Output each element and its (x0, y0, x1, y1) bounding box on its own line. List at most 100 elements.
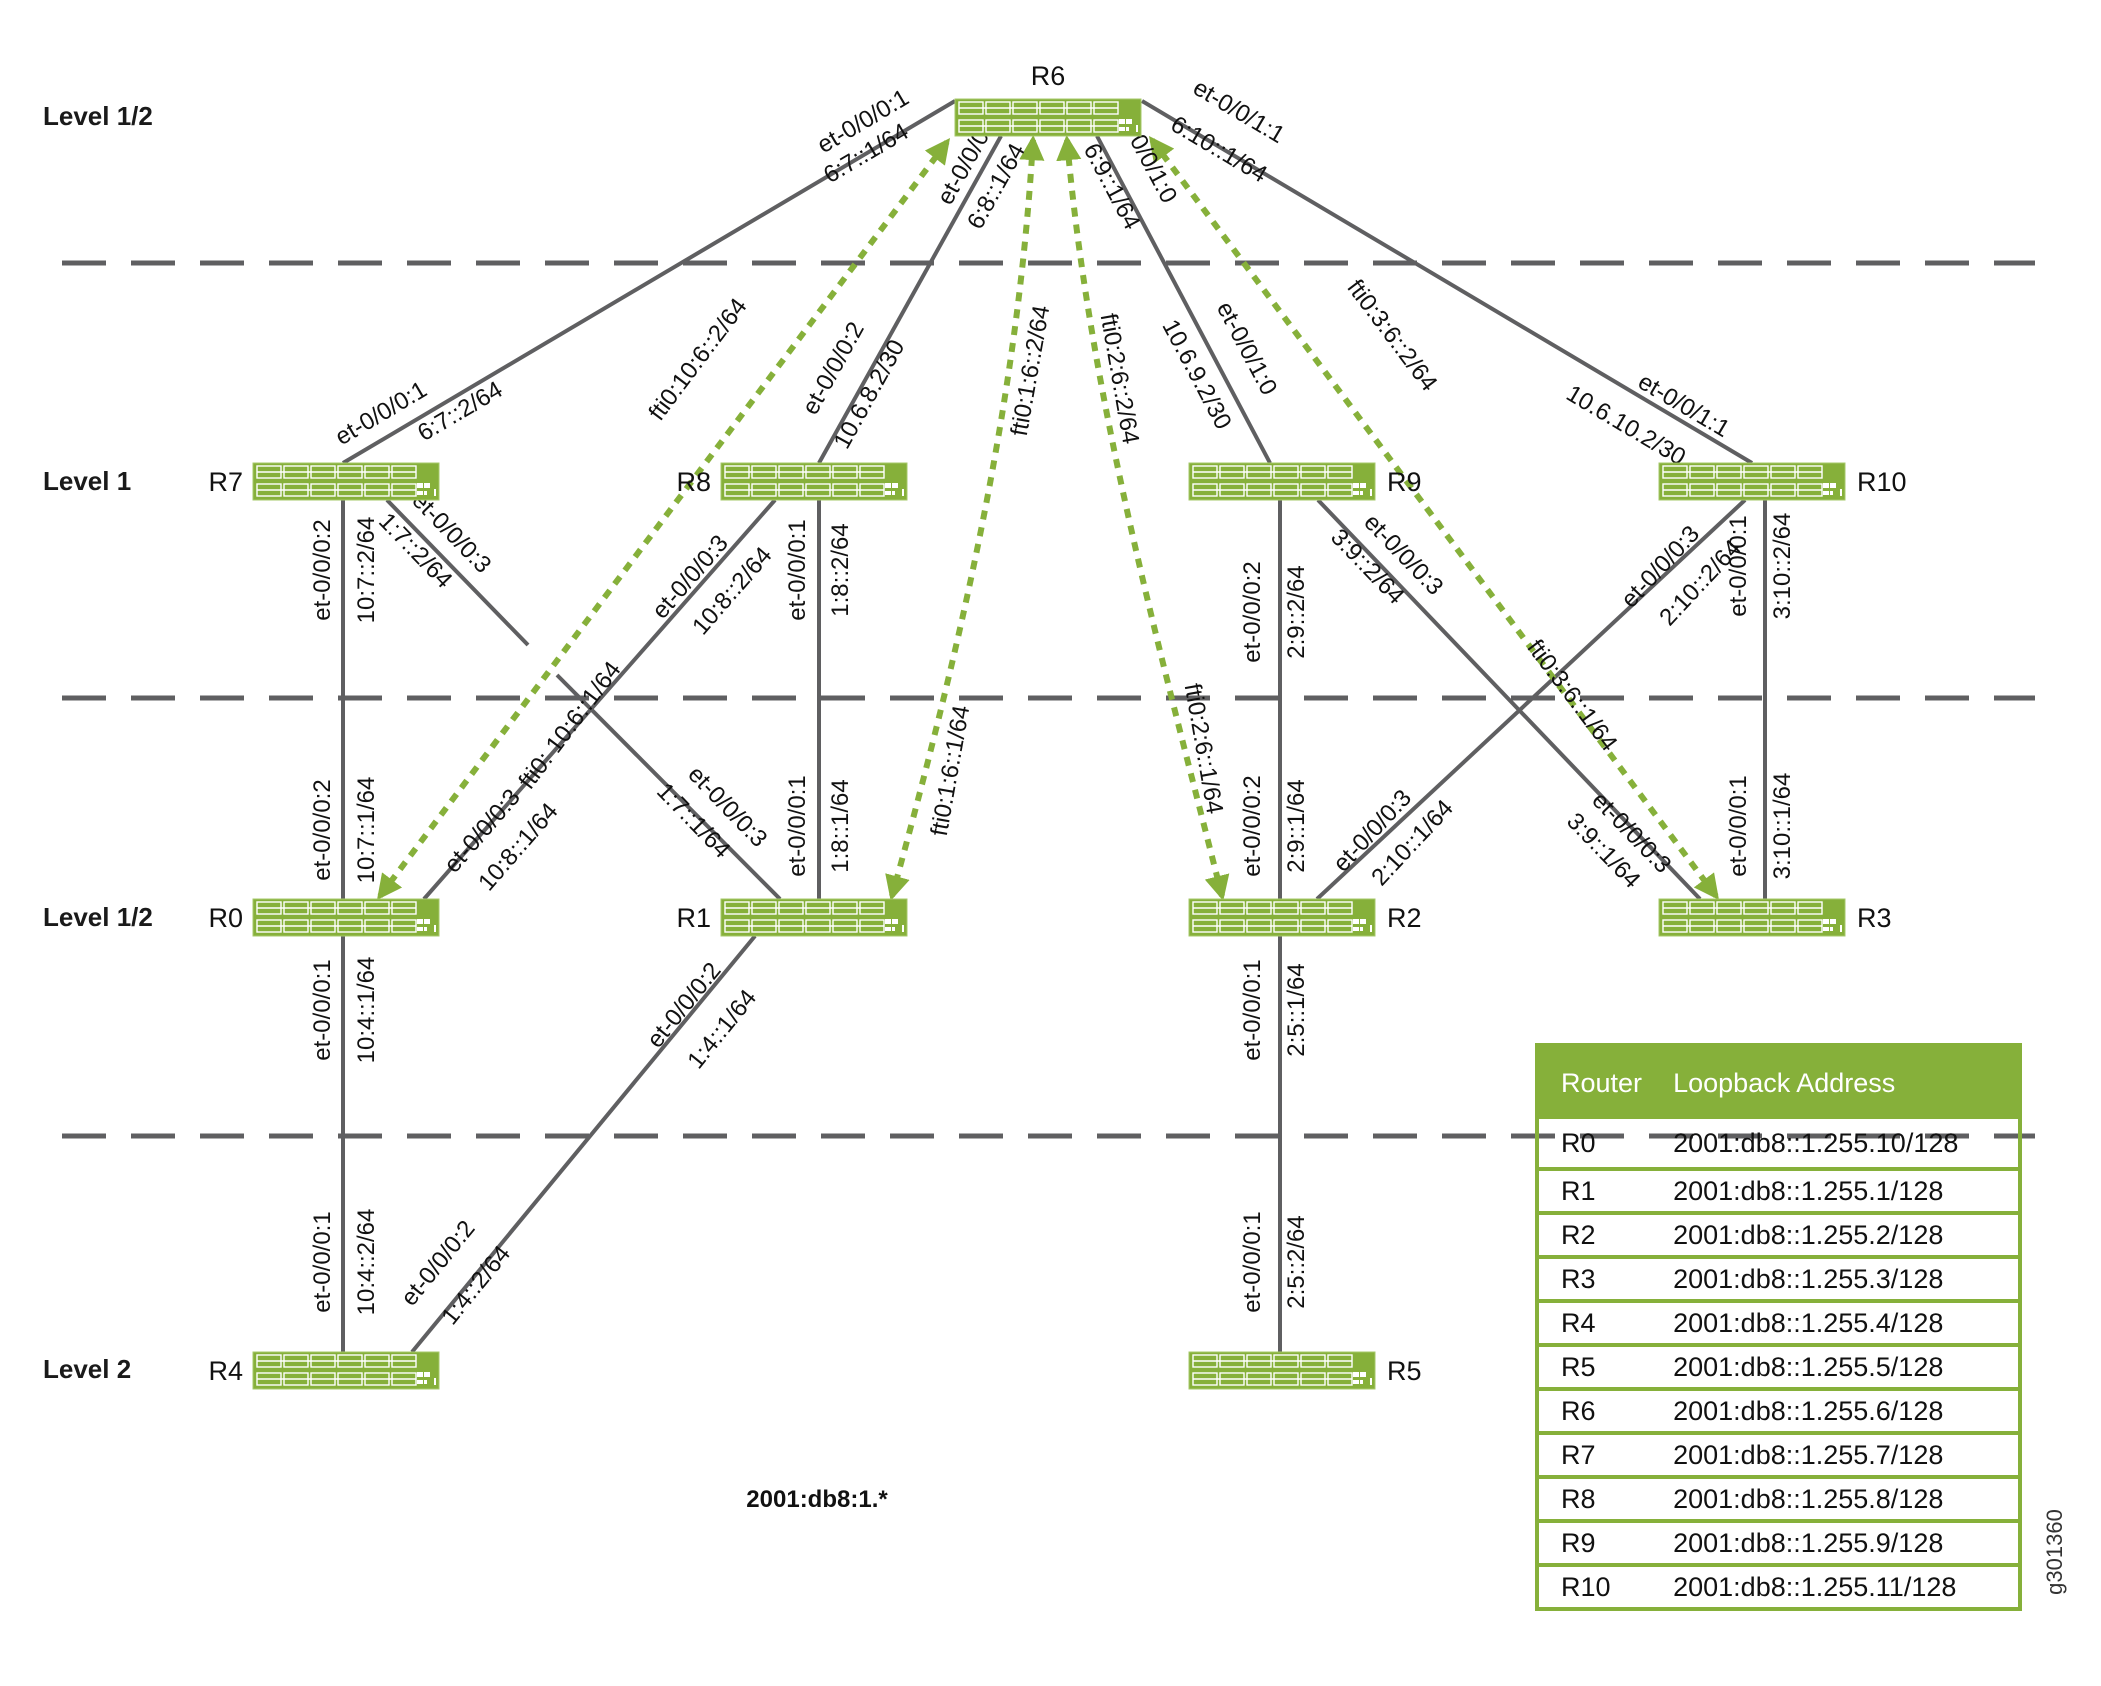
loopback-address-cell: 2001:db8::1.255.10/128 (1673, 1127, 1959, 1158)
router-r10[interactable]: R10 (1658, 462, 1907, 501)
level-label: Level 1/2 (43, 902, 153, 932)
router-r9[interactable]: R9 (1188, 462, 1422, 501)
to-interface-label: et-0/0/0:1 (1725, 775, 1752, 876)
router-r4[interactable]: R4 (208, 1351, 440, 1390)
address-prefix-caption: 2001:db8:1.* (746, 1486, 888, 1513)
level-dividers (62, 260, 2035, 1139)
from-address-label: 10:7::2/64 (353, 517, 380, 624)
from-address-label: 2:9::2/64 (1283, 565, 1310, 658)
router-cell: R6 (1537, 1387, 1664, 1433)
loopback-address-cell: 2001:db8::1.255.1/128 (1663, 1167, 2020, 1213)
loopback-address-cell: 2001:db8::1.255.6/128 (1663, 1387, 2020, 1433)
router-r3[interactable]: R3 (1658, 898, 1892, 937)
switch-icon (252, 462, 440, 501)
fti-tunnels (376, 134, 1720, 901)
router-r2[interactable]: R2 (1188, 898, 1422, 937)
from-address-label: 3:10::2/64 (1769, 513, 1796, 620)
from-interface-label: et-0/0/0:2 (309, 519, 336, 620)
from-address-label: 10:4::1/64 (353, 957, 380, 1064)
router-cell: R1 (1537, 1167, 1664, 1213)
tunnel-remote-address-label: fti0:1:6::1/64 (926, 703, 976, 838)
router-r8[interactable]: R8 (676, 462, 908, 501)
to-interface-label: et-0/0/0:2 (1239, 775, 1266, 876)
to-address-label: 2:5::2/64 (1283, 1215, 1310, 1308)
router-cell: R2 (1537, 1211, 1664, 1257)
router-r7[interactable]: R7 (208, 462, 440, 501)
switch-icon (720, 898, 908, 937)
column-header-loopback: Loopback Address (1663, 1045, 2020, 1119)
router-r0[interactable]: R0 (208, 898, 440, 937)
from-interface-label: et-0/0/0:1 (784, 519, 811, 620)
to-interface-label: et-0/0/0:1 (309, 1211, 336, 1312)
loopback-address-cell: 2001:db8::1.255.4/128 (1663, 1299, 2020, 1345)
to-address-label: 10:7::1/64 (353, 777, 380, 884)
router-cell: R3 (1537, 1255, 1664, 1301)
router-r1[interactable]: R1 (676, 898, 908, 937)
from-interface-label: et-0/0/0:1 (309, 959, 336, 1060)
level-label: Level 1/2 (43, 101, 153, 131)
router-name-label: R6 (1031, 61, 1066, 91)
to-interface-label: et-0/0/0:1 (784, 775, 811, 876)
router-name-label: R2 (1387, 903, 1422, 933)
link-line (410, 934, 757, 1354)
router-cell: R10 (1537, 1563, 1664, 1609)
fti-tunnel-fti-r6-r0 (376, 137, 951, 901)
router-cell: R4 (1537, 1299, 1664, 1345)
to-address-label: 3:10::1/64 (1769, 773, 1796, 880)
switch-icon (1188, 462, 1376, 501)
router-cell: R0 (1561, 1127, 1596, 1158)
loopback-address-cell: 2001:db8::1.255.11/128 (1663, 1563, 2020, 1609)
level-label: Level 2 (43, 1354, 131, 1384)
switch-icon (252, 1351, 440, 1390)
switch-icon (1658, 462, 1846, 501)
switch-icon (1188, 898, 1376, 937)
link-r1-r4 (410, 934, 757, 1354)
fti-tunnel-fti-r6-r3 (1148, 135, 1720, 901)
router-name-label: R9 (1387, 467, 1422, 497)
router-cell: R8 (1537, 1475, 1664, 1521)
tunnel-r6-address-label: fti0:1:6::2/64 (1006, 303, 1056, 438)
loopback-address-cell: 2001:db8::1.255.2/128 (1663, 1211, 2020, 1257)
to-interface-label: et-0/0/1:0 (1211, 297, 1282, 399)
table-row: R0 2001:db8::1.255.10/128 (1537, 1119, 2020, 1169)
switch-icon (1188, 1351, 1376, 1390)
loopback-address-cell: 2001:db8::1.255.9/128 (1663, 1519, 2020, 1565)
router-name-label: R7 (208, 467, 243, 497)
from-address-label: 1:8::2/64 (827, 523, 854, 616)
router-cell: R9 (1537, 1519, 1664, 1565)
router-r5[interactable]: R5 (1188, 1351, 1422, 1390)
switch-icon (720, 462, 908, 501)
router-r6[interactable]: R6 (954, 61, 1142, 137)
router-name-label: R3 (1857, 903, 1892, 933)
router-name-label: R0 (208, 903, 243, 933)
figure-id: g301360 (2042, 1509, 2067, 1595)
router-cell: R7 (1537, 1431, 1664, 1477)
loopback-address-cell: 2001:db8::1.255.3/128 (1663, 1255, 2020, 1301)
from-interface-label: et-0/0/0:1 (1725, 515, 1752, 616)
from-address-label: 2:5::1/64 (1283, 963, 1310, 1056)
tunnel-r6-address-label: fti0:10:6::2/64 (643, 293, 752, 425)
table-header-row: Router Loopback Address (1537, 1045, 2020, 1119)
router-name-label: R5 (1387, 1356, 1422, 1386)
router-name-label: R4 (208, 1356, 243, 1386)
to-address-label: 2:9::1/64 (1283, 779, 1310, 872)
from-interface-label: et-0/0/0:1 (1239, 959, 1266, 1060)
router-name-label: R10 (1857, 467, 1907, 497)
from-interface-label: et-0/0/0:2 (1239, 561, 1266, 662)
switch-icon (252, 898, 440, 937)
fti-tunnel-fti-r6-r1 (885, 134, 1045, 901)
loopback-address-cell: 2001:db8::1.255.5/128 (1663, 1343, 2020, 1389)
to-interface-label: et-0/0/0:2 (309, 779, 336, 880)
tunnel-r6-address-label: fti0:3:6::2/64 (1341, 275, 1442, 397)
